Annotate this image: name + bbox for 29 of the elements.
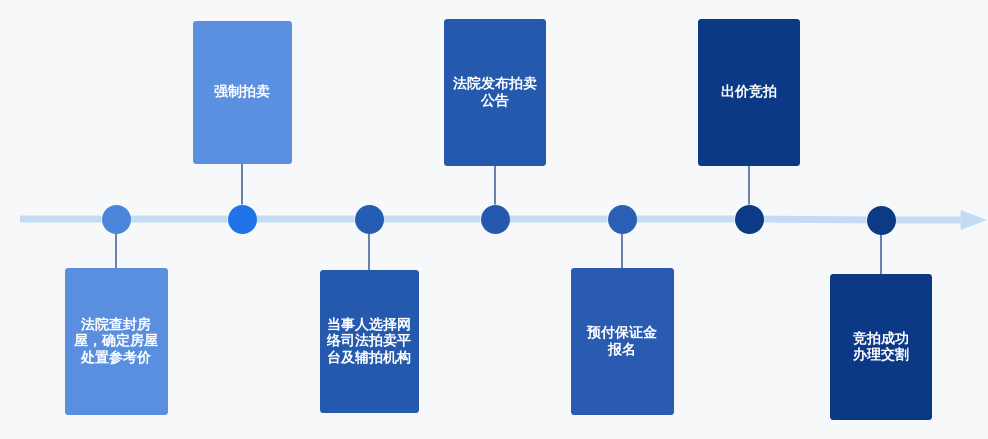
timeline-dot	[102, 204, 130, 234]
timeline-line	[20, 216, 102, 222]
leader-line	[621, 234, 623, 268]
step-box: 强制拍卖	[192, 21, 292, 164]
timeline-line	[384, 216, 480, 222]
timeline-line	[130, 216, 228, 222]
step-box: 竞拍成功办理交割	[830, 274, 932, 420]
timeline-dot	[608, 204, 636, 234]
timeline-arrow	[896, 210, 987, 230]
leader-line	[880, 234, 882, 274]
timeline-dot	[734, 204, 764, 234]
timeline-line	[256, 216, 354, 222]
step-box: 出价竞拍	[698, 19, 800, 166]
leader-line	[115, 234, 117, 268]
timeline-line	[636, 216, 734, 222]
leader-line	[241, 164, 243, 204]
leader-line	[494, 166, 496, 204]
step-box: 预付保证金报名	[570, 268, 674, 415]
timeline-line	[510, 216, 608, 222]
timeline-dot	[866, 206, 896, 234]
step-box: 法院查封房屋，确定房屋处置参考价	[64, 268, 168, 415]
timeline-dot	[228, 204, 256, 234]
step-box: 法院发布拍卖公告	[444, 19, 546, 166]
leader-line	[748, 166, 750, 204]
leader-line	[368, 234, 370, 270]
timeline-dot	[354, 204, 384, 234]
timeline-dot	[480, 204, 510, 234]
step-box: 当事人选择网络司法拍卖平台及辅拍机构	[320, 270, 418, 413]
timeline-line	[763, 216, 867, 224]
